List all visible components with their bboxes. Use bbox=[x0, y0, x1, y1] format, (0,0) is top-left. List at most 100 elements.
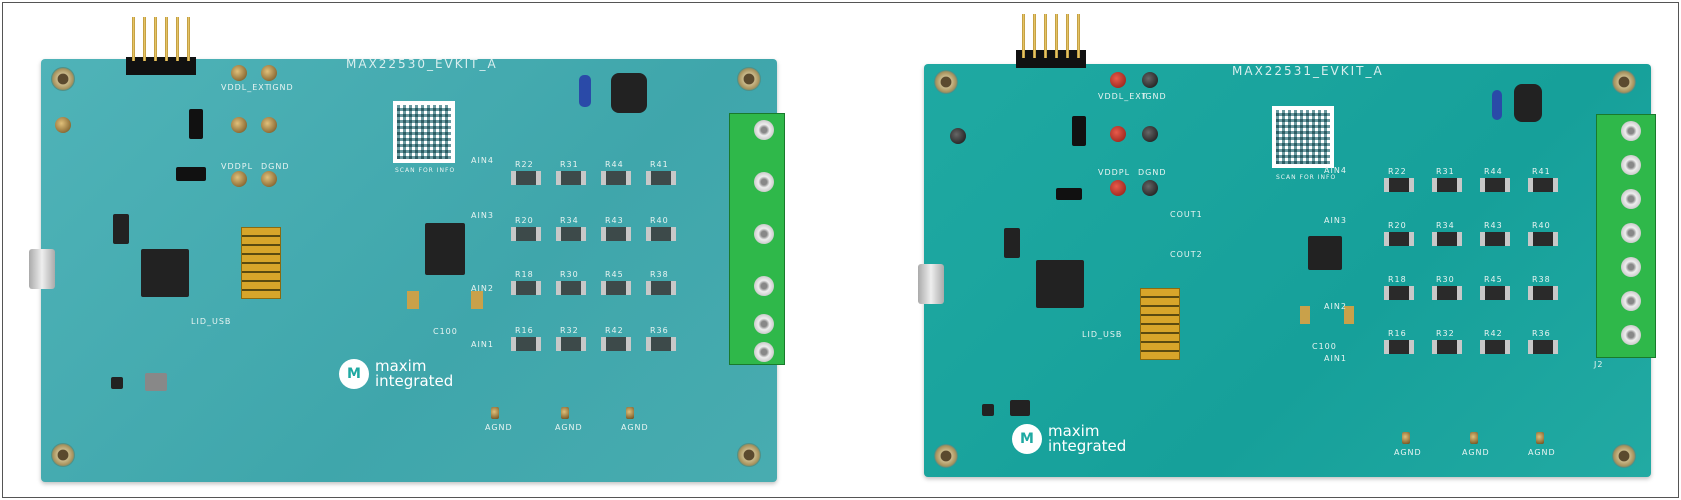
resistor-label: R40 bbox=[1532, 221, 1551, 230]
mounting-hole bbox=[934, 70, 958, 94]
resistor bbox=[601, 171, 631, 185]
dip-switch[interactable] bbox=[241, 227, 281, 299]
resistor bbox=[601, 337, 631, 351]
jumper[interactable] bbox=[189, 109, 203, 139]
ain3-label: AIN3 bbox=[471, 211, 494, 220]
usb-connector[interactable] bbox=[29, 249, 55, 289]
ain1-label: AIN1 bbox=[1324, 354, 1347, 363]
test-point[interactable] bbox=[1142, 126, 1158, 142]
pad bbox=[471, 291, 483, 309]
resistor-label: R36 bbox=[650, 326, 669, 335]
test-point[interactable] bbox=[261, 117, 277, 133]
resistor-label: R41 bbox=[650, 160, 669, 169]
lid-usb-label: LID_USB bbox=[1082, 330, 1123, 339]
test-point[interactable] bbox=[1110, 126, 1126, 142]
chip bbox=[1010, 400, 1030, 416]
terminal-block[interactable] bbox=[729, 113, 785, 365]
resistor bbox=[1528, 178, 1558, 192]
resistor bbox=[556, 227, 586, 241]
test-point[interactable] bbox=[231, 65, 247, 81]
test-point[interactable] bbox=[261, 65, 277, 81]
resistor-label: R44 bbox=[605, 160, 624, 169]
button[interactable] bbox=[145, 373, 167, 391]
test-point[interactable] bbox=[231, 171, 247, 187]
resistor bbox=[556, 281, 586, 295]
jumper[interactable] bbox=[1072, 116, 1086, 146]
ain4-label: AIN4 bbox=[471, 156, 494, 165]
vddpl-label: VDDPL bbox=[221, 162, 254, 171]
resistor-label: R44 bbox=[1484, 167, 1503, 176]
ignd-label: IGND bbox=[269, 83, 294, 92]
dgnd-label: DGND bbox=[261, 162, 290, 171]
resistor bbox=[646, 281, 676, 295]
ain4-label: AIN4 bbox=[1324, 166, 1347, 175]
test-point[interactable] bbox=[626, 407, 634, 419]
resistor-label: R43 bbox=[605, 216, 624, 225]
ignd-label: IGND bbox=[1142, 92, 1167, 101]
mounting-hole bbox=[51, 443, 75, 467]
ain2-label: AIN2 bbox=[471, 284, 494, 293]
microcontroller-chip bbox=[141, 249, 189, 297]
qr-code bbox=[393, 101, 455, 163]
resistor bbox=[1528, 340, 1558, 354]
pad bbox=[1300, 306, 1310, 324]
resistor bbox=[1432, 178, 1462, 192]
jumper[interactable] bbox=[176, 167, 206, 181]
vddl-ext-label: VDDL_EXT bbox=[221, 83, 271, 92]
pin-header[interactable] bbox=[126, 17, 196, 75]
agnd-label: AGND bbox=[621, 423, 649, 432]
agnd-label: AGND bbox=[1394, 448, 1422, 457]
ain1-label: AIN1 bbox=[471, 340, 494, 349]
dip-switch[interactable] bbox=[1140, 288, 1180, 360]
resistor-label: R18 bbox=[515, 270, 534, 279]
agnd-label: AGND bbox=[1528, 448, 1556, 457]
resistor bbox=[556, 171, 586, 185]
c100-label: C100 bbox=[1312, 342, 1337, 351]
pin-header[interactable] bbox=[1016, 14, 1086, 68]
test-point[interactable] bbox=[1110, 72, 1126, 88]
qr-code bbox=[1272, 106, 1334, 168]
diode bbox=[611, 73, 647, 113]
test-point[interactable] bbox=[561, 407, 569, 419]
test-point[interactable] bbox=[950, 128, 966, 144]
agnd-label: AGND bbox=[485, 423, 513, 432]
resistor bbox=[601, 227, 631, 241]
resistor-label: R30 bbox=[1436, 275, 1455, 284]
test-point[interactable] bbox=[491, 407, 499, 419]
resistor bbox=[646, 171, 676, 185]
mounting-hole bbox=[934, 444, 958, 468]
test-point[interactable] bbox=[1536, 432, 1544, 444]
test-point[interactable] bbox=[261, 171, 277, 187]
jumper[interactable] bbox=[1056, 188, 1082, 200]
resistor bbox=[1528, 232, 1558, 246]
resistor bbox=[511, 171, 541, 185]
test-point[interactable] bbox=[55, 117, 71, 133]
test-point[interactable] bbox=[1110, 180, 1126, 196]
resistor-label: R22 bbox=[515, 160, 534, 169]
resistor-label: R32 bbox=[560, 326, 579, 335]
test-point[interactable] bbox=[1402, 432, 1410, 444]
test-point[interactable] bbox=[1142, 180, 1158, 196]
resistor bbox=[511, 337, 541, 351]
chip bbox=[1004, 228, 1020, 258]
resistor-label: R42 bbox=[1484, 329, 1503, 338]
resistor bbox=[646, 337, 676, 351]
terminal-block[interactable] bbox=[1596, 114, 1656, 358]
test-point[interactable] bbox=[231, 117, 247, 133]
resistor bbox=[1480, 340, 1510, 354]
j2-label: J2 bbox=[1594, 360, 1604, 369]
resistor-label: R38 bbox=[650, 270, 669, 279]
vddpl-label: VDDPL bbox=[1098, 168, 1131, 177]
pad bbox=[407, 291, 419, 309]
mounting-hole bbox=[1612, 70, 1636, 94]
agnd-label: AGND bbox=[1462, 448, 1490, 457]
test-point[interactable] bbox=[1142, 72, 1158, 88]
resistor-label: R20 bbox=[515, 216, 534, 225]
resistor-label: R31 bbox=[1436, 167, 1455, 176]
test-point[interactable] bbox=[1470, 432, 1478, 444]
chip bbox=[111, 377, 123, 389]
usb-connector[interactable] bbox=[918, 264, 944, 304]
